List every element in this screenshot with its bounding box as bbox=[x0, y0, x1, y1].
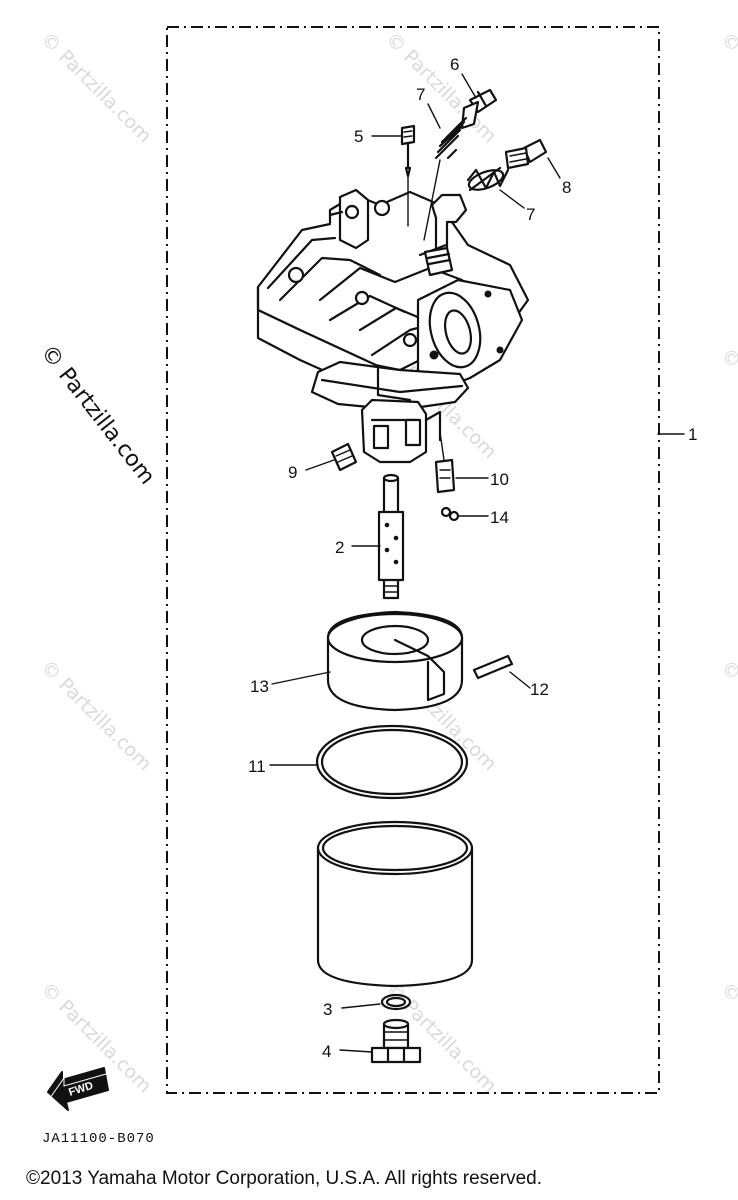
part-8-screw bbox=[504, 138, 548, 170]
part-9-jet bbox=[330, 442, 358, 472]
carburetor-body bbox=[256, 188, 530, 464]
watermark: © Partzilla.com bbox=[716, 344, 738, 463]
watermark-dark: © Partzilla.com bbox=[35, 340, 159, 489]
callout-6: 6 bbox=[450, 55, 459, 74]
copyright-notice: ©2013 Yamaha Motor Corporation, U.S.A. A… bbox=[26, 1168, 542, 1189]
float-bowl bbox=[316, 820, 474, 988]
part-7-spring-upper bbox=[423, 116, 468, 241]
callout-11: 11 bbox=[248, 757, 266, 776]
part-2-nozzle bbox=[377, 473, 405, 600]
diagram-code: JA11100-B070 bbox=[42, 1131, 155, 1147]
part-13-float bbox=[326, 610, 464, 712]
watermark: © Partzilla.com bbox=[36, 28, 155, 147]
fwd-arrow-icon: FWD bbox=[47, 1067, 109, 1111]
part-14-clip bbox=[440, 506, 460, 522]
callout-14: 14 bbox=[490, 508, 509, 527]
part-12-pin bbox=[472, 654, 514, 680]
callout-12: 12 bbox=[530, 680, 549, 699]
part-10-needle bbox=[434, 431, 456, 494]
watermark: © Partzilla.com bbox=[381, 28, 500, 147]
callout-9: 9 bbox=[288, 463, 297, 482]
callout-3: 3 bbox=[323, 1000, 332, 1019]
part-11-gasket bbox=[315, 724, 469, 800]
assembly-boundary bbox=[166, 26, 660, 1094]
callout-7a: 7 bbox=[416, 85, 425, 104]
callout-2: 2 bbox=[335, 538, 344, 557]
callout-8: 8 bbox=[562, 178, 571, 197]
callout-13: 13 bbox=[250, 677, 269, 696]
watermark: © Partzilla.com bbox=[36, 656, 155, 775]
watermark: © Partzilla.com bbox=[716, 656, 738, 775]
callouts: 1 2 3 4 5 6 7 7 8 9 10 11 12 13 14 bbox=[248, 55, 697, 1061]
watermark: © Partzilla.com bbox=[716, 28, 738, 147]
callout-1: 1 bbox=[688, 425, 697, 444]
part-3-washer bbox=[380, 993, 412, 1011]
callout-4: 4 bbox=[322, 1042, 331, 1061]
leader-lines bbox=[269, 73, 685, 1053]
part-5-screw bbox=[400, 124, 416, 227]
part-7-spring-right bbox=[466, 166, 510, 192]
callout-7b: 7 bbox=[526, 205, 535, 224]
callout-5: 5 bbox=[354, 127, 363, 146]
watermark: © Partzilla.com bbox=[716, 978, 738, 1097]
part-4-bolt bbox=[370, 1018, 422, 1064]
callout-10: 10 bbox=[490, 470, 509, 489]
